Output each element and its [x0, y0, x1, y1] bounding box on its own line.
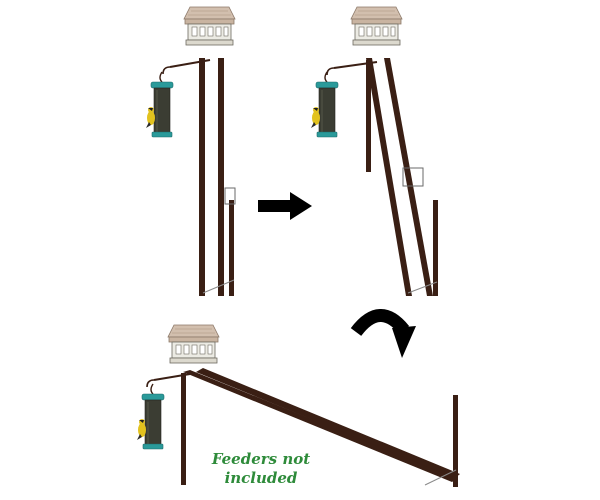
caption-line-1: Feeders not — [211, 450, 311, 468]
tube-feeder — [145, 71, 174, 138]
main-pole-right — [218, 58, 224, 296]
lower-pole-stub — [366, 60, 371, 172]
panel-assembled — [145, 6, 236, 296]
feeders-not-included-note: Feeders not included — [196, 450, 326, 488]
bracket — [402, 167, 424, 187]
lower-pole-stub — [181, 373, 186, 485]
hanger-arm — [169, 59, 211, 68]
bracket — [224, 187, 236, 205]
tube-feeder — [310, 71, 339, 138]
support-pole — [433, 200, 438, 296]
main-pole-left — [183, 370, 458, 482]
hanger-arm — [153, 373, 191, 381]
support-pole — [453, 395, 458, 487]
bird-house — [167, 324, 220, 364]
support-pole — [229, 200, 234, 296]
bird-house — [183, 6, 236, 46]
panel-lowered — [136, 324, 460, 487]
panel-tilting — [310, 6, 438, 296]
main-pole-left — [366, 58, 412, 296]
bird-house — [350, 6, 403, 46]
tube-feeder — [136, 383, 165, 450]
arrow-right-icon — [258, 192, 312, 220]
main-pole-right — [384, 58, 433, 296]
hanger-arm — [333, 61, 378, 69]
main-pole-right — [196, 368, 460, 478]
curved-arrow-down-icon — [350, 309, 416, 358]
caption-line-2: included — [224, 469, 298, 487]
main-pole-left — [199, 58, 205, 296]
